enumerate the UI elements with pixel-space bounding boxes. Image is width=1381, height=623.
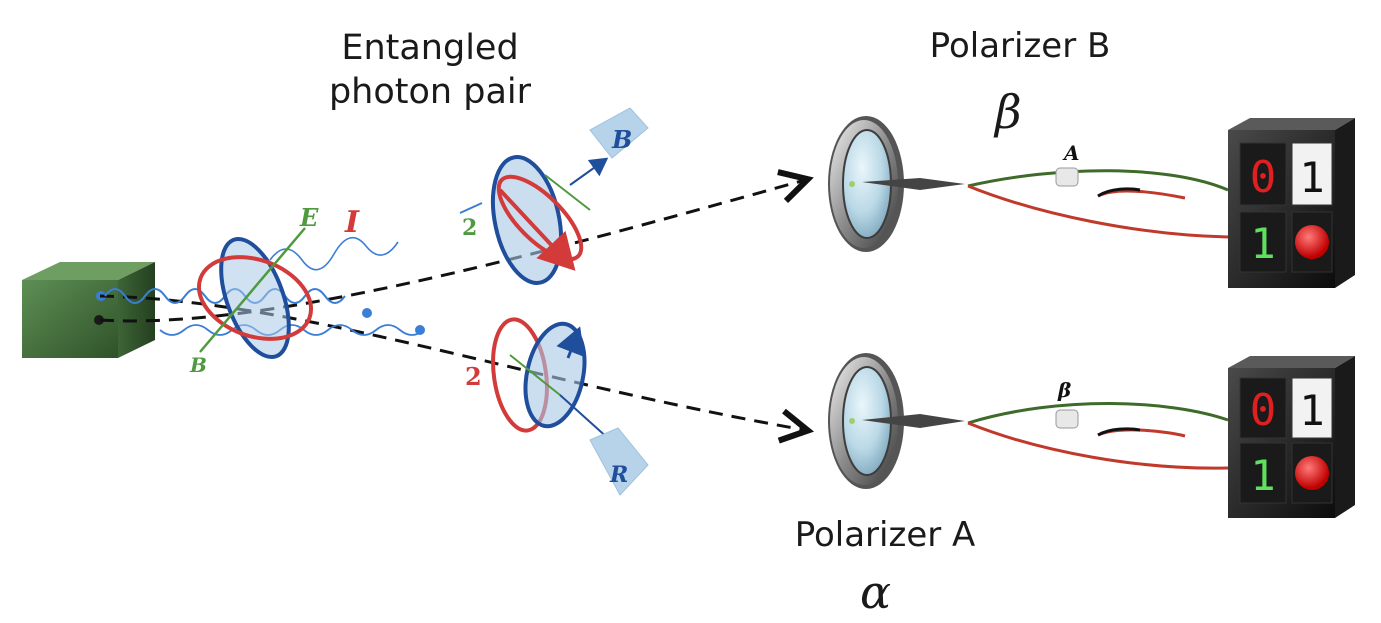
upper-knob-mark: A (1062, 141, 1080, 165)
lower-box-mark: R (609, 462, 628, 488)
upper-box-mark: B (611, 125, 632, 154)
lower-knob-mark: β (1057, 378, 1071, 402)
top-lamp (1295, 225, 1329, 259)
bottom-digit-1: 0 (1250, 385, 1277, 436)
title-line-1: Entangled (341, 28, 519, 68)
upper-wave-packet (459, 107, 649, 285)
source-b-mark: B (189, 353, 207, 377)
source-wave-cluster (104, 227, 425, 360)
top-digit-3: 1 (1250, 219, 1275, 268)
title-line-2: photon pair (328, 72, 532, 112)
polarizer-b-label: Polarizer B (929, 26, 1111, 66)
source-i-mark: I (344, 205, 360, 240)
lower-number-mark: 2 (465, 362, 482, 391)
photon-paths (99, 180, 805, 430)
wires-bottom: β (967, 378, 1229, 470)
top-digit-1: 0 (1250, 152, 1277, 203)
polarizer-b (828, 116, 965, 252)
polarizer-a-angle: α (860, 565, 892, 619)
polarizer-b-angle: β (995, 85, 1022, 139)
polarizer-a-label: Polarizer A (794, 515, 976, 555)
title-label: Entangled photon pair (300, 26, 560, 114)
detector-bottom: 0 1 1 (1228, 356, 1355, 518)
detector-top: 0 1 1 (1228, 118, 1355, 288)
bottom-digit-3: 1 (1250, 451, 1275, 500)
polarizer-a (828, 353, 965, 489)
bottom-lamp (1295, 456, 1329, 490)
wave-letters: E B I 2 B 2 R (189, 125, 632, 488)
bottom-digit-2: 1 (1299, 386, 1324, 435)
lower-wave-packet (491, 317, 649, 496)
upper-number-mark: 2 (462, 215, 477, 241)
source-e-mark: E (299, 203, 319, 232)
wires-top: A (967, 141, 1229, 239)
top-digit-2: 1 (1299, 153, 1324, 202)
photon-source (22, 262, 155, 358)
